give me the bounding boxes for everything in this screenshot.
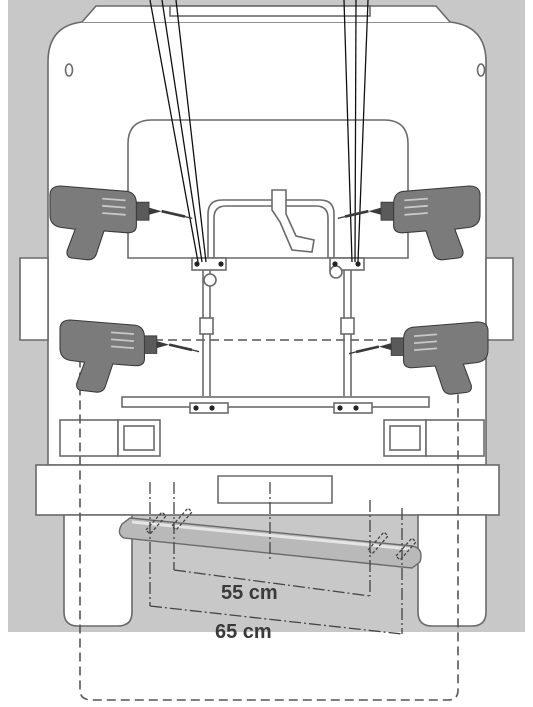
tail-light-left [59, 419, 161, 457]
inner-dimension-label: 55 cm [221, 582, 278, 604]
rack-outline-dashed [79, 339, 459, 701]
tail-light-right [383, 419, 485, 457]
bike-rack-icon [121, 189, 430, 414]
outer-dimension-label: 65 cm [215, 621, 272, 643]
measurement-lines [149, 482, 403, 635]
screw-icon [145, 507, 417, 561]
vehicle-rear [19, 5, 514, 627]
mounting-points [193, 261, 361, 411]
